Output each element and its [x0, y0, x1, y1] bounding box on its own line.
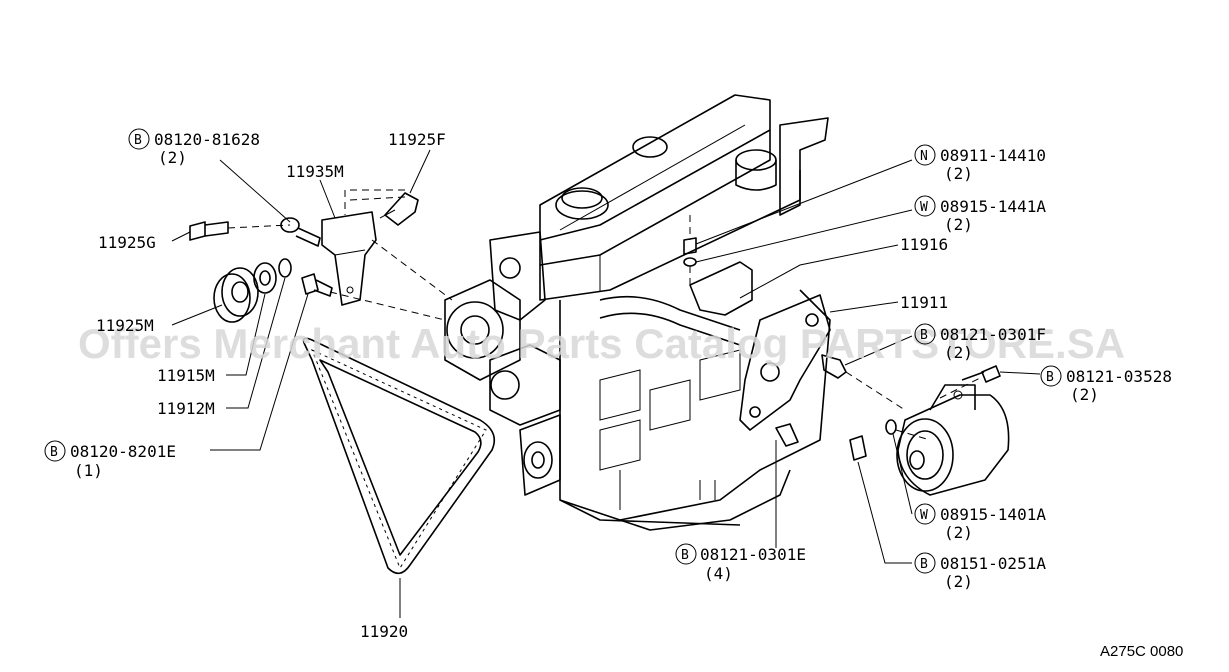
- circle-letter-b-icon: [44, 440, 66, 462]
- svg-text:B: B: [1046, 370, 1054, 385]
- part-number: 11935M: [286, 162, 344, 181]
- part-quantity: (2): [944, 164, 973, 183]
- svg-text:W: W: [920, 200, 928, 215]
- callout-08915-1401A[interactable]: W 08915-1401A (2): [914, 503, 1046, 542]
- part-number: 08151-0251A: [940, 554, 1046, 573]
- part-number: 11911: [900, 293, 948, 312]
- engine-illustration: [444, 94, 831, 531]
- svg-text:B: B: [681, 548, 689, 563]
- compressor-illustration: [896, 384, 1010, 496]
- svg-text:B: B: [134, 133, 142, 148]
- circle-letter-b-icon: [914, 323, 936, 345]
- callout-11925F[interactable]: 11925F: [388, 130, 446, 149]
- fasteners-right: [683, 237, 1001, 461]
- circle-letter-w-icon: [914, 195, 936, 217]
- part-number: 11925M: [96, 316, 154, 335]
- callout-08121-0301F[interactable]: B 08121-0301F (2): [914, 323, 1046, 362]
- part-quantity: (2): [944, 523, 973, 542]
- leader-lines: [171, 149, 1041, 618]
- part-number: 08121-0301E: [700, 545, 806, 564]
- svg-text:W: W: [920, 508, 928, 523]
- part-quantity: (2): [944, 572, 973, 591]
- callout-11916[interactable]: 11916: [900, 235, 948, 254]
- callout-11920[interactable]: 11920: [360, 622, 408, 641]
- circle-letter-n-icon: [914, 144, 936, 166]
- part-number: 08120-8201E: [70, 442, 176, 461]
- part-number: 08121-0301F: [940, 325, 1046, 344]
- circle-letter-b-icon: [128, 128, 150, 150]
- circle-letter-b-icon: [1040, 365, 1062, 387]
- circle-letter-w-icon: [914, 503, 936, 525]
- callout-11911[interactable]: 11911: [900, 293, 948, 312]
- part-quantity: (4): [704, 564, 733, 583]
- circle-letter-b-icon: [675, 543, 697, 565]
- assembly-lines: [227, 189, 981, 441]
- watermark: Offers Merchant Auto Parts Catalog PARTS…: [78, 320, 1125, 367]
- callout-08120-81628[interactable]: B 08120-81628 (2): [128, 128, 260, 167]
- svg-text:N: N: [920, 149, 928, 164]
- callout-08121-03528[interactable]: B 08121-03528 (2): [1040, 365, 1172, 404]
- callout-11935M[interactable]: 11935M: [286, 162, 344, 181]
- part-quantity: (2): [944, 343, 973, 362]
- callout-08911-14410[interactable]: N 08911-14410 (2): [914, 144, 1046, 183]
- callout-08121-0301E[interactable]: B 08121-0301E (4): [675, 543, 806, 583]
- diagram-code: A275C 0080: [1100, 643, 1183, 660]
- callout-08915-1441A[interactable]: W 08915-1441A (2): [914, 195, 1046, 234]
- part-number: 08121-03528: [1066, 367, 1172, 386]
- part-number: 08911-14410: [940, 146, 1046, 165]
- part-number: 11925F: [388, 130, 446, 149]
- part-number: 11912M: [157, 399, 215, 418]
- svg-text:B: B: [920, 328, 928, 343]
- svg-text:B: B: [920, 557, 928, 572]
- part-quantity: (1): [74, 461, 103, 480]
- part-number: 08915-1441A: [940, 197, 1046, 216]
- callout-11912M[interactable]: 11912M: [157, 399, 215, 418]
- part-number: 08915-1401A: [940, 505, 1046, 524]
- callout-11925G[interactable]: 11925G: [98, 233, 156, 252]
- part-number: 08120-81628: [154, 130, 260, 149]
- part-quantity: (2): [1070, 385, 1099, 404]
- callout-11925M[interactable]: 11925M: [96, 316, 154, 335]
- part-quantity: (2): [944, 215, 973, 234]
- part-number: 11925G: [98, 233, 156, 252]
- part-number: 11915M: [157, 366, 215, 385]
- callout-11915M[interactable]: 11915M: [157, 366, 215, 385]
- part-quantity: (2): [158, 148, 187, 167]
- circle-letter-b-icon: [914, 552, 936, 574]
- idler-pulley-assembly: [189, 192, 419, 323]
- drive-belt-illustration: [302, 337, 496, 575]
- callout-08151-0251A[interactable]: B 08151-0251A (2): [914, 552, 1046, 591]
- part-number: 11916: [900, 235, 948, 254]
- callout-08120-8201E[interactable]: B 08120-8201E (1): [44, 440, 176, 480]
- svg-text:B: B: [50, 445, 58, 460]
- part-number: 11920: [360, 622, 408, 641]
